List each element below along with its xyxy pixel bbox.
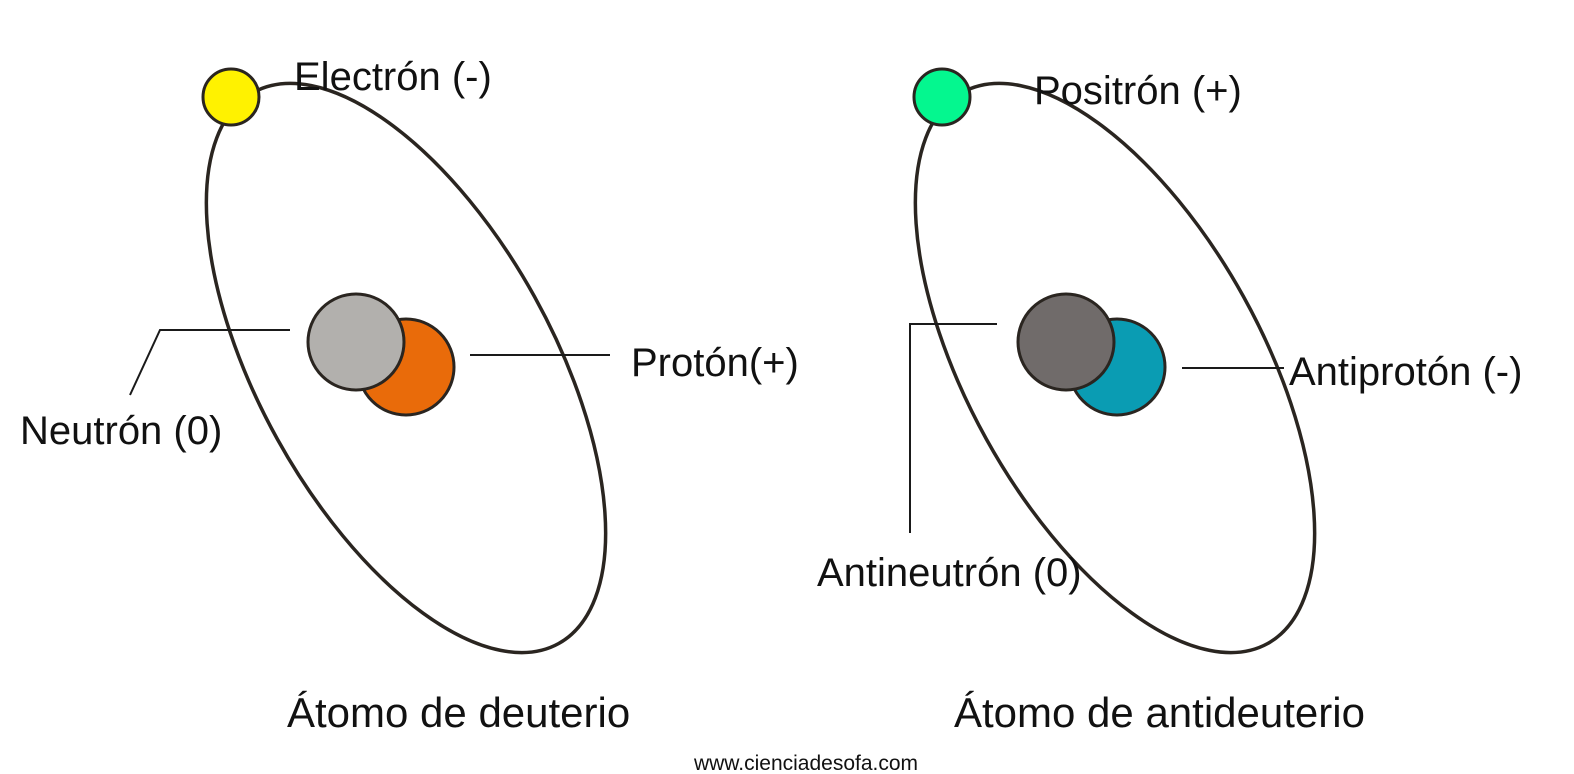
deuterium-neutron (308, 294, 404, 390)
antineutron-label: Antineutrón (0) (817, 551, 1082, 595)
antineutron-leader-line (910, 324, 997, 533)
positron-label: Positrón (+) (1034, 69, 1242, 113)
neutron-label: Neutrón (0) (20, 409, 222, 453)
antideuterium-caption: Átomo de antideuterio (954, 689, 1365, 736)
antineutron (1018, 294, 1114, 390)
website-credit: www.cienciadesofa.com (693, 752, 918, 774)
proton-label: Protón(+) (631, 341, 799, 385)
electron-label: Electrón (-) (294, 55, 492, 99)
deuterium-atom: Electrón (-) Protón(+) Neutrón (0) Átomo… (20, 21, 799, 736)
electron (203, 69, 259, 125)
antideuterium-atom: Positrón (+) Antiprotón (-) Antineutrón … (817, 21, 1522, 736)
neutron-leader-line (130, 330, 290, 395)
antiproton-label: Antiprotón (-) (1289, 350, 1522, 394)
deuterium-caption: Átomo de deuterio (287, 689, 630, 736)
positron (914, 69, 970, 125)
